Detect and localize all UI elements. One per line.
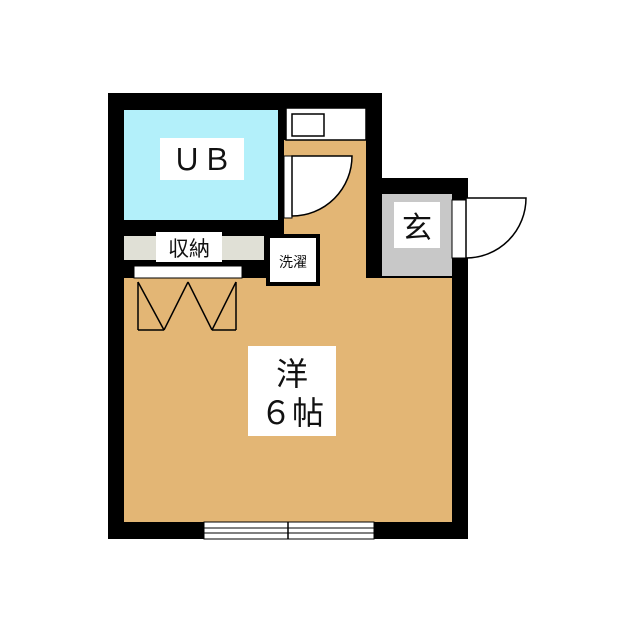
main-room-label-line1: 洋 bbox=[276, 355, 308, 393]
bath-label-bg bbox=[160, 138, 244, 180]
bath-label: ＵＢ bbox=[172, 143, 232, 178]
washer-label: 洗濯 bbox=[279, 255, 307, 271]
bath-door bbox=[283, 155, 353, 219]
closet-doors bbox=[137, 281, 237, 331]
entrance-label-bg bbox=[394, 202, 440, 248]
entrance-door bbox=[451, 197, 527, 259]
window bbox=[203, 521, 375, 540]
sink bbox=[285, 107, 367, 141]
entrance-label: 玄 bbox=[402, 211, 432, 246]
washer-space bbox=[266, 234, 320, 286]
main-label-bg bbox=[248, 346, 336, 436]
main-room-label-line2: ６帖 bbox=[260, 394, 324, 432]
storage-label: 収納 bbox=[168, 237, 210, 261]
storage-band bbox=[124, 232, 264, 279]
